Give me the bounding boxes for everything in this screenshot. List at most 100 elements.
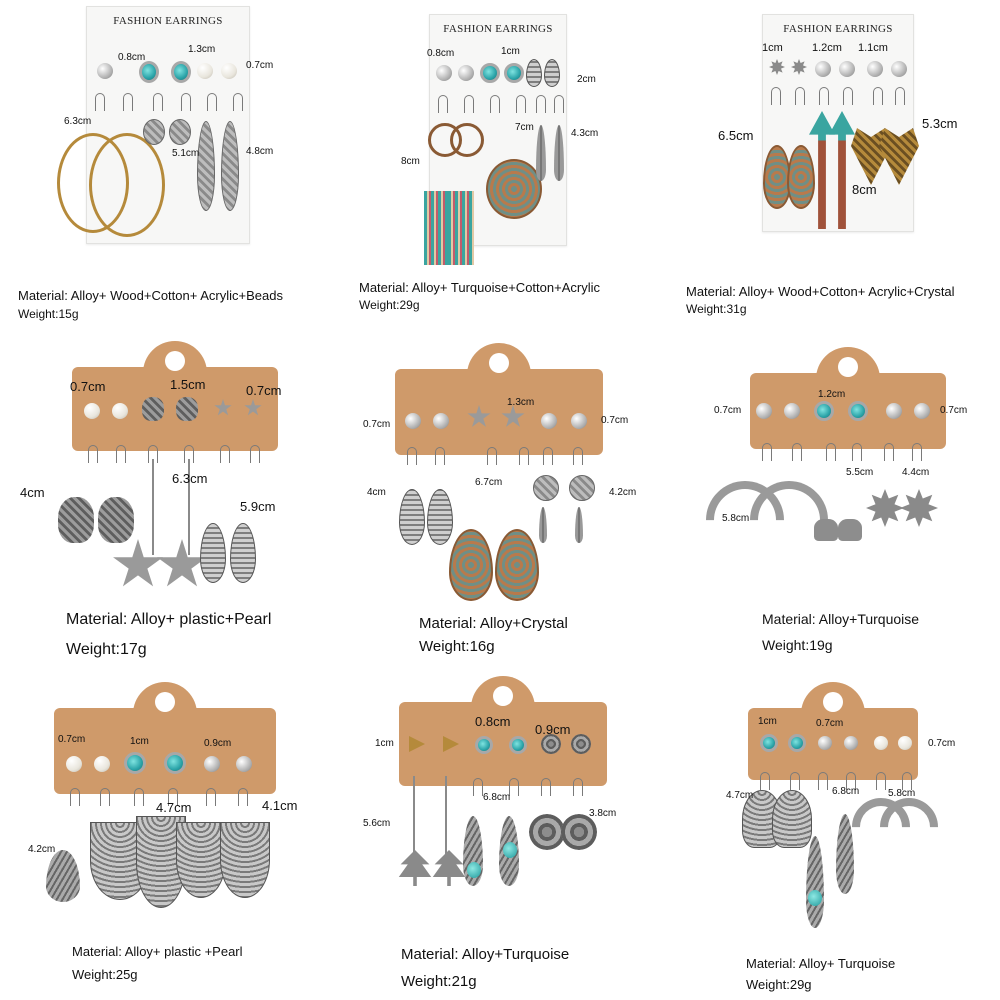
stud-earring <box>171 61 191 83</box>
earring-hook <box>902 772 912 790</box>
earring-hook <box>250 445 260 463</box>
stud-earring <box>436 65 452 81</box>
earring-hook <box>843 87 853 105</box>
earring-hook <box>148 445 158 463</box>
dimension-label: 0.8cm <box>118 52 146 63</box>
dimension-label: 0.9cm <box>535 722 571 737</box>
stud-earring <box>112 403 128 419</box>
filigree-earring <box>197 121 215 211</box>
earring-hook <box>912 443 922 461</box>
dimension-label: 0.7cm <box>601 415 629 426</box>
earring-hook <box>509 778 519 796</box>
turtle-earring <box>58 497 94 543</box>
shell-earring <box>200 523 226 583</box>
feather-charm <box>575 507 583 543</box>
shell-earring <box>427 489 453 545</box>
material-text: Material: Alloy+ plastic+Pearl <box>66 611 272 628</box>
stud-earring <box>874 736 888 750</box>
product-cell-2: FASHION EARRINGS 0.8cm 1cm 2cm 8cm 7cm 4… <box>333 0 666 333</box>
filigree-fan-earring <box>176 822 226 898</box>
earring-hook <box>435 447 445 465</box>
card-hang-hole <box>823 692 843 712</box>
card-brand-label: FASHION EARRINGS <box>443 23 553 35</box>
stud-earring <box>898 736 912 750</box>
dreamcatcher-earring <box>143 119 165 145</box>
dimension-label: 4.2cm <box>28 844 56 855</box>
stud-earring <box>66 756 82 772</box>
stud-earring <box>480 63 500 83</box>
weight-text: Weight:15g <box>18 307 79 321</box>
arrow-earring <box>829 111 855 229</box>
dimension-label: 1.2cm <box>818 389 846 400</box>
product-cell-1: FASHION EARRINGS 0.8cm 1.3cm 0.7cm 6.3cm… <box>0 0 333 333</box>
earring-hook <box>873 87 883 105</box>
earring-hook <box>100 788 110 806</box>
material-text: Material: Alloy+Crystal <box>419 615 568 632</box>
dimension-label: 1cm <box>758 716 777 727</box>
stud-earring <box>788 734 806 752</box>
material-text: Material: Alloy+ Wood+Cotton+ Acrylic+Be… <box>18 288 283 303</box>
stud-earring <box>236 756 252 772</box>
stud-earring <box>509 736 527 754</box>
stud-earring <box>433 413 449 429</box>
stud-earring <box>475 736 493 754</box>
sun-earring <box>900 489 938 527</box>
feather-earring <box>836 814 854 894</box>
product-cell-6: 0.7cm 1.2cm 0.7cm 5.8cm 5.5cm 4.4cm Mate… <box>666 333 999 666</box>
card-hang-hole <box>838 357 858 377</box>
earring-card-3: FASHION EARRINGS <box>762 14 919 232</box>
dimension-label: 0.8cm <box>427 48 455 59</box>
crystal-stud <box>541 413 557 429</box>
earring-card-7 <box>54 682 276 794</box>
earring-card-1: FASHION EARRINGS <box>57 6 250 244</box>
dimension-label: 8cm <box>852 182 877 197</box>
earring-hook <box>181 93 191 111</box>
rose-earring <box>561 814 597 850</box>
earring-hook <box>818 772 828 790</box>
dimension-label: 0.7cm <box>714 405 742 416</box>
weight-text: Weight:17g <box>66 641 147 658</box>
rose-earring <box>529 814 565 850</box>
stud-earring <box>97 63 113 79</box>
shell-earring <box>230 523 256 583</box>
stud-earring <box>886 403 902 419</box>
product-cell-3: FASHION EARRINGS 1cm 1.2cm 1.1cm 6.5cm 5… <box>666 0 999 333</box>
material-text: Material: Alloy+ Turquoise <box>746 956 896 971</box>
product-caption: Material: Alloy+ plastic+Pearl Weight:17… <box>66 611 271 659</box>
earring-hook <box>826 443 836 461</box>
earring-hook <box>884 443 894 461</box>
dimension-label: 5.3cm <box>922 116 958 131</box>
elephant-earring <box>838 519 862 541</box>
weight-text: Weight:19g <box>762 637 833 653</box>
earring-hook <box>760 772 770 790</box>
earring-hook <box>895 87 905 105</box>
earring-hook <box>116 445 126 463</box>
sun-earring <box>866 489 904 527</box>
stud-earring <box>221 63 237 79</box>
stud-earring <box>784 403 800 419</box>
product-cell-5: 0.7cm 1.3cm 0.7cm 4cm 6.7cm 4.2cm Materi… <box>333 333 666 666</box>
stud-earring <box>84 403 100 419</box>
product-caption: Material: Alloy+Turquoise Weight:19g <box>762 611 919 653</box>
earring-hook <box>516 95 526 113</box>
dimension-label: 0.7cm <box>246 60 274 71</box>
beaded-teardrop-earring <box>787 145 815 209</box>
earring-hook <box>407 447 417 465</box>
earring-wire <box>188 459 190 555</box>
turtle-stud <box>176 397 198 421</box>
beaded-teardrop-earring <box>449 529 493 601</box>
dimension-label: 6.3cm <box>64 116 92 127</box>
dimension-label: 1cm <box>501 46 520 57</box>
material-text: Material: Alloy+ plastic +Pearl <box>72 944 243 959</box>
product-caption: Material: Alloy+ Wood+Cotton+ Acrylic+Be… <box>18 288 283 321</box>
dimension-label: 1.3cm <box>188 44 216 55</box>
product-caption: Material: Alloy+ Turquoise+Cotton+Acryli… <box>359 280 600 312</box>
earring-hook <box>554 95 564 113</box>
rose-stud <box>571 734 591 754</box>
dimension-label: 1.2cm <box>812 42 842 54</box>
earring-hook <box>573 778 583 796</box>
dimension-label: 4.4cm <box>902 467 930 478</box>
stud-earring <box>458 65 474 81</box>
filigree-fan-earring <box>220 822 270 898</box>
dimension-label: 1.1cm <box>858 42 888 54</box>
